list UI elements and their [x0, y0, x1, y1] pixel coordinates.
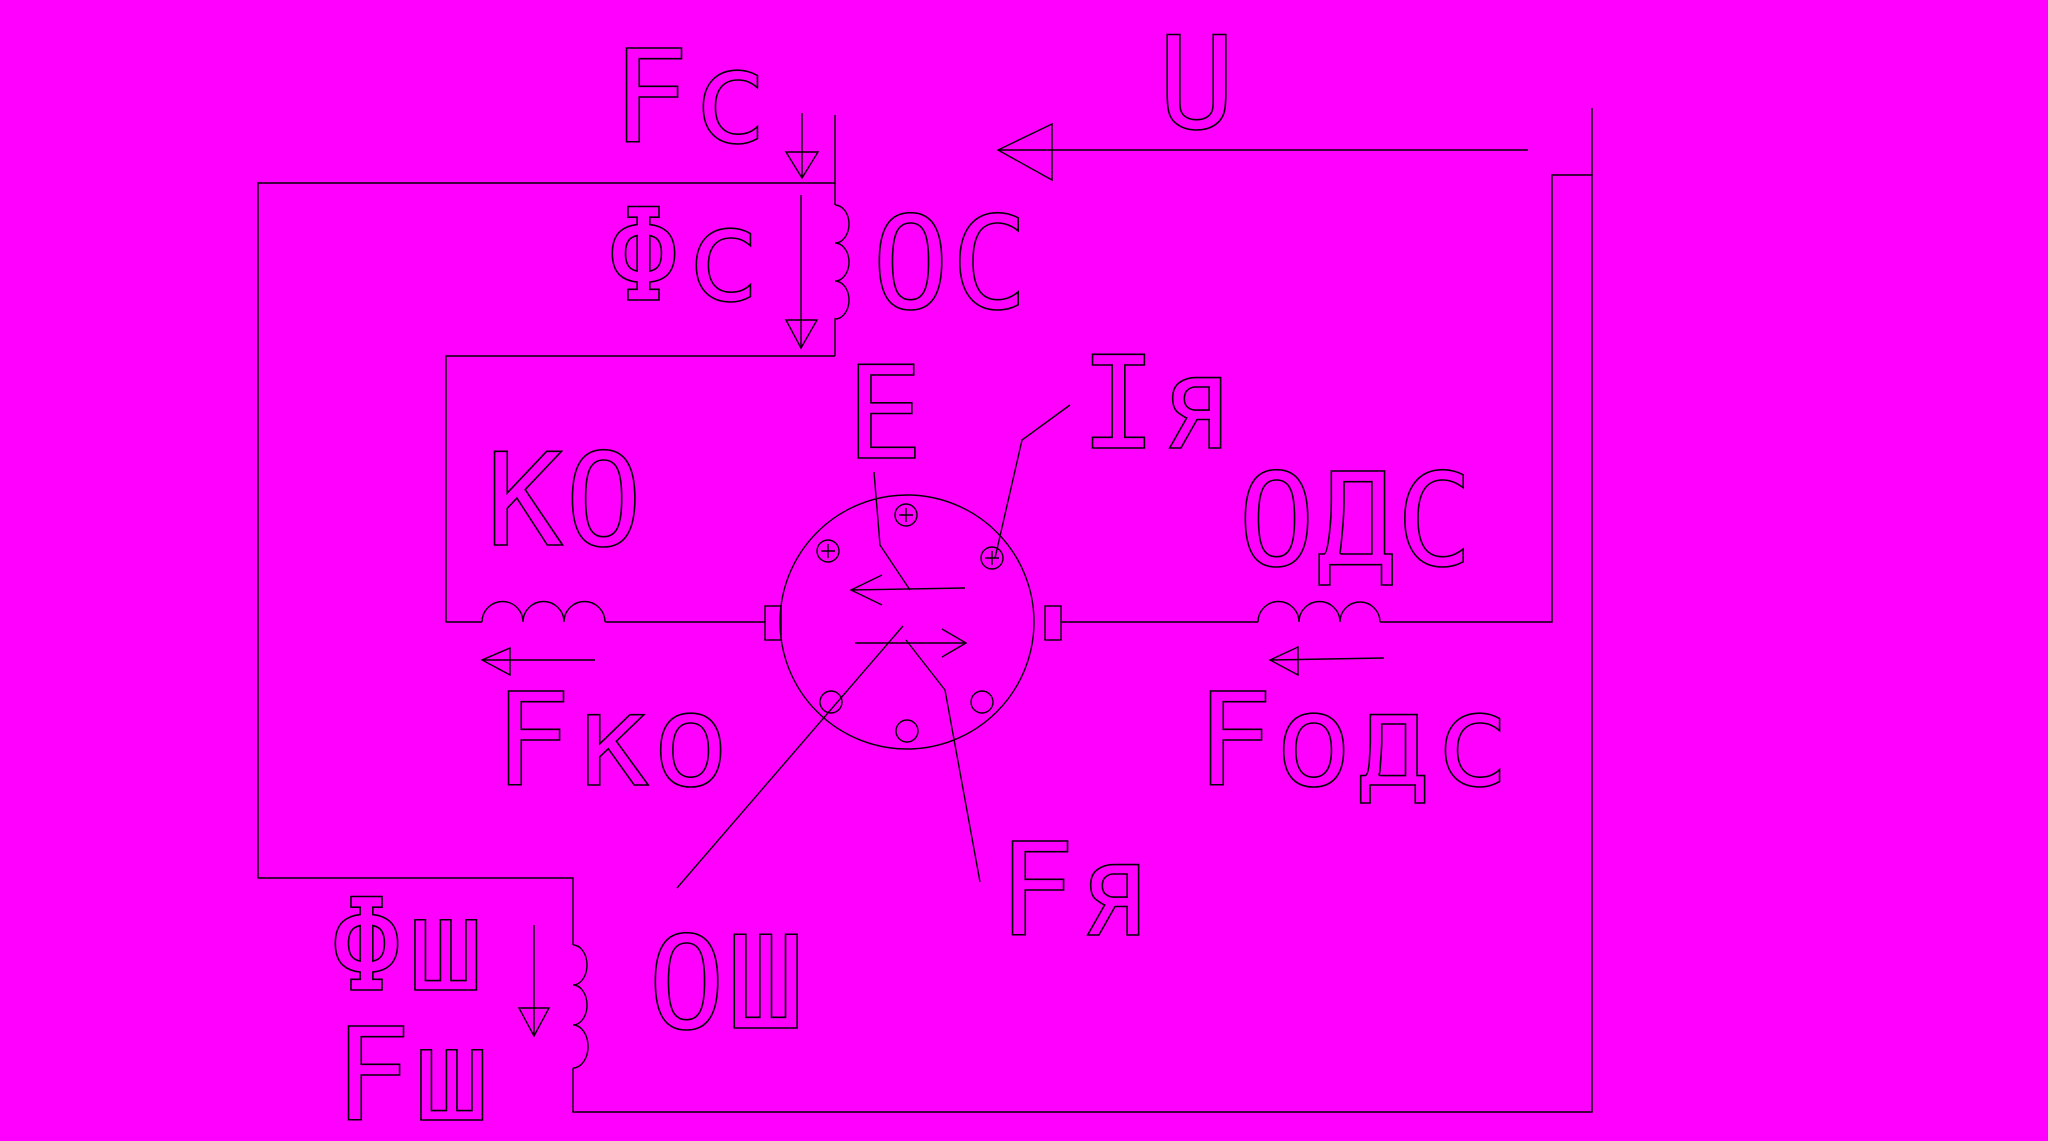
label-os: ОС	[872, 190, 1030, 339]
label-e: E	[846, 340, 925, 489]
conductor-empty-bottom	[895, 719, 919, 743]
phi-sh-leader	[676, 625, 904, 889]
label-f-ya: Fя	[998, 817, 1156, 966]
ods-to-right-wire	[1380, 108, 1593, 623]
commutating-winding-ods	[1257, 600, 1381, 623]
label-u: U	[1158, 10, 1237, 159]
label-phi-sh: Φш	[328, 872, 486, 1021]
armature-right-arrow	[855, 628, 968, 658]
label-ko: КО	[486, 427, 644, 576]
label-f-sh: Fш	[334, 1002, 492, 1141]
u-arrow	[996, 122, 1528, 182]
conductor-dot-top-right	[980, 546, 1004, 570]
arrows	[480, 113, 1528, 1038]
os-coil	[834, 204, 850, 356]
label-fc: Fc	[612, 24, 770, 173]
label-f-ko: Fко	[494, 667, 731, 816]
phi-c-arrow	[784, 195, 819, 350]
conductor-dot-top-left	[816, 539, 840, 563]
series-winding-os	[834, 183, 850, 356]
label-osh: ОШ	[648, 910, 806, 1059]
bottom-return-wire	[572, 175, 1593, 1113]
fc-arrow	[784, 113, 820, 180]
conductor-dot-top	[894, 503, 918, 527]
label-f-ods: Fодс	[1196, 667, 1512, 816]
armature-left-arrow	[849, 574, 966, 606]
osh-coil	[572, 944, 589, 1069]
inner-left-loop-wire	[445, 355, 835, 623]
leader-lines	[676, 404, 1071, 889]
i-ya-leader	[994, 404, 1071, 559]
conductor-empty-bottom-right	[970, 690, 994, 714]
e-leader	[873, 471, 911, 591]
armature-circle	[779, 494, 1035, 750]
left-brush	[764, 605, 782, 641]
right-brush	[1044, 605, 1062, 641]
conductor-empty-bottom-left	[819, 690, 843, 714]
phi-sh-arrow	[517, 925, 551, 1038]
label-phi-c: Φc	[605, 182, 763, 331]
ods-coil	[1257, 600, 1381, 623]
shunt-winding-osh	[572, 944, 589, 1069]
f-ko-arrow	[480, 646, 595, 677]
f-ods-arrow	[1268, 645, 1385, 677]
label-ods: ОДС	[1238, 447, 1475, 596]
labels: Fc U Φc ОС E Iя КО ОДС Fко Fодс Fя Φш ОШ…	[327, 9, 1512, 1141]
ko-coil	[481, 600, 606, 623]
compensating-winding-ko	[481, 600, 606, 623]
armature	[764, 494, 1062, 750]
wiring	[257, 108, 1593, 1113]
label-i-ya: Iя	[1080, 330, 1238, 479]
f-ya-leader	[905, 639, 981, 883]
outer-left-loop-wire	[257, 182, 835, 945]
